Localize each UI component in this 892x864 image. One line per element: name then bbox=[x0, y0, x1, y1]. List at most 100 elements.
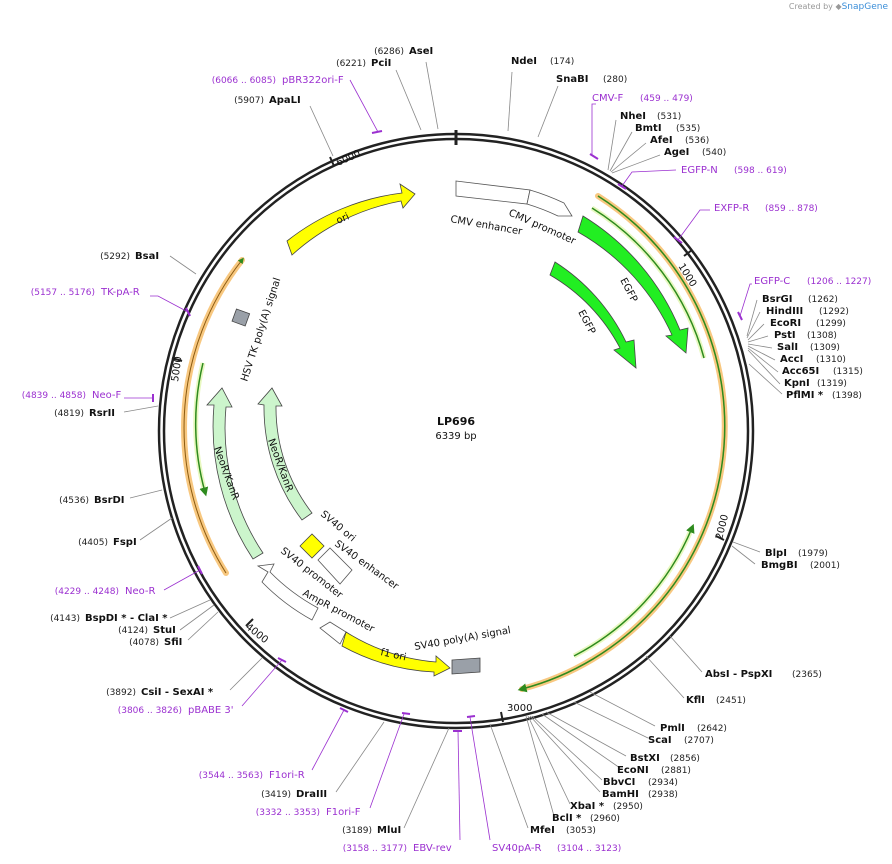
primer-range: (1206 .. 1227) bbox=[807, 277, 871, 287]
enzyme-name: BspDI * - ClaI * bbox=[85, 613, 168, 624]
primer-name: F1ori-F bbox=[326, 807, 361, 818]
enzyme-name: PmlI bbox=[660, 723, 685, 734]
enzyme-name: SalI bbox=[777, 342, 798, 353]
enzyme-pos: (4405) bbox=[78, 538, 108, 548]
enzyme-pos: (3419) bbox=[261, 790, 291, 800]
enzyme-name: BamHI bbox=[602, 789, 639, 800]
enzyme-name: EcoNI bbox=[617, 765, 649, 776]
primer-range: (3544 .. 3563) bbox=[199, 771, 263, 781]
enzyme-pos: (2934) bbox=[648, 778, 678, 788]
egfp-outer-label: EGFP bbox=[617, 276, 639, 304]
enzyme-name: StuI bbox=[153, 625, 176, 636]
enzyme-pos: (2365) bbox=[792, 670, 822, 680]
enzyme-name: Acc65I bbox=[782, 366, 819, 377]
enzyme-name: KpnI bbox=[784, 378, 810, 389]
enzyme-leaders bbox=[123, 61, 783, 829]
tick-marks bbox=[171, 156, 725, 723]
enzyme-pos: (4078) bbox=[129, 638, 159, 648]
enzyme-pos: (1979) bbox=[798, 549, 828, 559]
snapgene-credit: Created by ◆SnapGene bbox=[789, 2, 888, 12]
enzyme-name: MfeI bbox=[530, 825, 555, 836]
enzyme-pos: (2960) bbox=[590, 814, 620, 824]
primer-name: pBABE 3' bbox=[188, 705, 234, 716]
enzyme-pos: (5907) bbox=[234, 96, 264, 106]
enzyme-pos: (1308) bbox=[807, 331, 837, 341]
tick-3000: 3000 bbox=[507, 703, 532, 714]
primer-range: (459 .. 479) bbox=[640, 94, 693, 104]
enzyme-labels: (6286) AseI (6221) PciI (5907) ApaLI Nde… bbox=[50, 46, 863, 836]
enzyme-name: AgeI bbox=[664, 147, 689, 158]
snapgene-logo-icon: ◆ bbox=[835, 2, 842, 11]
enzyme-name: PciI bbox=[371, 58, 391, 69]
enzyme-name: HindIII bbox=[766, 306, 803, 317]
enzyme-pos: (4143) bbox=[50, 614, 80, 624]
enzyme-pos: (1315) bbox=[833, 367, 863, 377]
enzyme-name: BclI * bbox=[552, 813, 582, 824]
enzyme-name: BbvCI bbox=[603, 777, 635, 788]
egfp-inner-label: EGFP bbox=[575, 308, 597, 336]
primer-name: SV40pA-R bbox=[492, 843, 541, 854]
enzyme-pos: (3189) bbox=[342, 826, 372, 836]
primer-range: (6066 .. 6085) bbox=[212, 76, 276, 86]
sv40-polya-label: SV40 poly(A) signal bbox=[414, 625, 512, 653]
enzyme-name: SnaBI bbox=[556, 74, 588, 85]
enzyme-name: EcoRI bbox=[770, 318, 801, 329]
enzyme-name: NdeI bbox=[511, 56, 537, 67]
primer-range: (4839 .. 4858) bbox=[22, 391, 86, 401]
enzyme-name: RsrII bbox=[89, 408, 115, 419]
primer-name: Neo-R bbox=[125, 586, 156, 597]
enzyme-pos: (540) bbox=[702, 148, 726, 158]
enzyme-name: ScaI bbox=[648, 735, 672, 746]
enzyme-name: BlpI bbox=[765, 548, 787, 559]
feature-hsv-tk-polya: HSV TK poly(A) signal bbox=[231, 277, 283, 383]
tick-5000: 5000 bbox=[170, 356, 184, 383]
credit-brand: SnapGene bbox=[841, 2, 888, 12]
enzyme-pos: (6286) bbox=[374, 47, 404, 57]
enzyme-name: PflMI * bbox=[786, 390, 824, 401]
feature-neor-inner: NeoR/KanR bbox=[257, 387, 313, 521]
enzyme-name: CsiI - SexAI * bbox=[141, 687, 214, 698]
enzyme-pos: (2642) bbox=[697, 724, 727, 734]
enzyme-pos: (2950) bbox=[613, 802, 643, 812]
enzyme-pos: (1292) bbox=[819, 307, 849, 317]
enzyme-name: DraIII bbox=[296, 789, 327, 800]
primer-leaders bbox=[124, 79, 752, 841]
primer-name: EXFP-R bbox=[714, 203, 749, 214]
enzyme-pos: (2707) bbox=[684, 736, 714, 746]
enzyme-name: AccI bbox=[780, 354, 803, 365]
primer-range: (3332 .. 3353) bbox=[256, 808, 320, 818]
enzyme-pos: (280) bbox=[603, 75, 627, 85]
primer-name: EGFP-N bbox=[681, 165, 718, 176]
orf-arcs bbox=[181, 193, 728, 693]
enzyme-name: NheI bbox=[620, 111, 646, 122]
primer-range: (3158 .. 3177) bbox=[343, 844, 407, 854]
enzyme-pos: (4124) bbox=[118, 626, 148, 636]
enzyme-pos: (2001) bbox=[810, 561, 840, 571]
enzyme-pos: (2881) bbox=[661, 766, 691, 776]
enzyme-name: AfeI bbox=[650, 135, 673, 146]
enzyme-pos: (1299) bbox=[816, 319, 846, 329]
enzyme-name: FspI bbox=[113, 537, 137, 548]
primer-name: CMV-F bbox=[592, 93, 623, 104]
primer-range: (3806 .. 3826) bbox=[118, 706, 182, 716]
plasmid-length: 6339 bp bbox=[435, 431, 476, 442]
primer-range: (4229 .. 4248) bbox=[55, 587, 119, 597]
feature-neor-outer: NeoR/KanR bbox=[206, 387, 264, 560]
primer-range: (3104 .. 3123) bbox=[557, 844, 621, 854]
enzyme-name: PstI bbox=[774, 330, 796, 341]
feature-cmv-enhancer: CMV enhancer bbox=[449, 180, 531, 238]
enzyme-pos: (174) bbox=[550, 57, 574, 67]
primer-range: (5157 .. 5176) bbox=[31, 288, 95, 298]
primer-name: F1ori-R bbox=[269, 770, 305, 781]
enzyme-pos: (2938) bbox=[648, 790, 678, 800]
feature-ori: ori bbox=[286, 183, 416, 256]
enzyme-name: XbaI * bbox=[570, 801, 605, 812]
enzyme-pos: (4536) bbox=[59, 496, 89, 506]
feature-f1-ori: f1 ori bbox=[341, 631, 451, 677]
enzyme-pos: (6221) bbox=[336, 59, 366, 69]
enzyme-pos: (1319) bbox=[817, 379, 847, 389]
enzyme-name: KflI bbox=[686, 695, 705, 706]
enzyme-name: BstXI bbox=[630, 753, 660, 764]
enzyme-name: BsrGI bbox=[762, 294, 792, 305]
